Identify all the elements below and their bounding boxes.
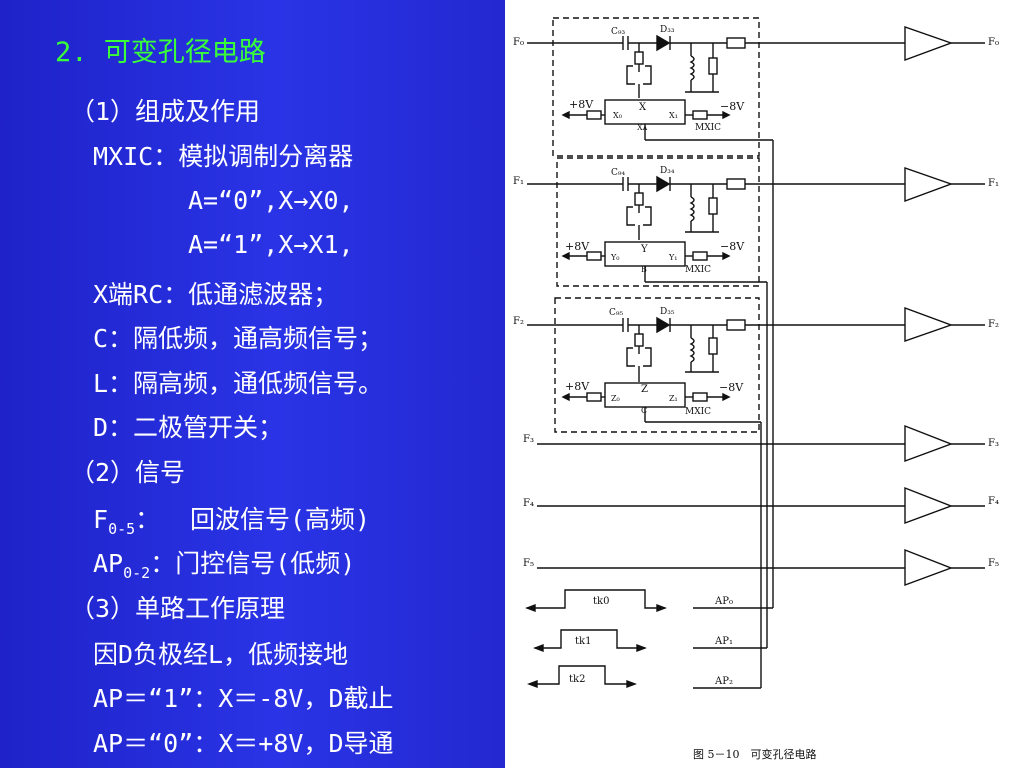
supply-minus-2: −8V	[719, 381, 744, 394]
gate-pulse-0: tk0	[525, 589, 667, 613]
section-heading-1: （1）组成及作用	[70, 97, 261, 126]
text-panel: 2. 可变孔径电路 （1）组成及作用 MXIC：模拟调制分离器 A=“0”,X→…	[0, 0, 505, 768]
channel-5: F₅ F₅	[523, 548, 999, 587]
circuit-diagram: F₀ C₉₃ D₃₃ F₀ +8V −8V MXIC X	[505, 0, 1024, 768]
input-label-3: F₃	[523, 434, 534, 445]
capacitor-label-1: C₉₄	[611, 168, 625, 178]
svg-text:Z₀: Z₀	[611, 394, 620, 403]
amplifier-3	[904, 424, 953, 463]
module-box-1	[556, 157, 760, 287]
text-line: AP＝“1”：X＝-8V，D截止	[93, 684, 394, 713]
supply-minus-1: −8V	[720, 240, 745, 253]
module-box-2	[554, 297, 760, 433]
slide-title: 2. 可变孔径电路	[55, 37, 266, 68]
module-box-0	[552, 17, 760, 157]
mxic-label-2: MXIC	[685, 407, 711, 417]
svg-text:X: X	[639, 102, 647, 113]
input-label-1: F₁	[513, 176, 524, 187]
supply-plus-1: +8V	[565, 240, 590, 253]
text-line: X端RC：低通滤波器；	[93, 280, 339, 309]
channel-0: F₀ C₉₃ D₃₃ F₀ +8V −8V MXIC X	[513, 25, 999, 141]
figure-caption: 图 5－10 可变孔径电路	[693, 747, 817, 761]
mxic-label-1: MXIC	[685, 265, 711, 275]
text-line: D：二极管开关；	[93, 413, 284, 442]
supply-plus-2: +8V	[565, 380, 590, 393]
output-label-2: F₂	[988, 319, 999, 330]
output-label-0: F₀	[988, 37, 999, 48]
input-label-2: F₂	[513, 316, 524, 327]
svg-text:Z₁: Z₁	[669, 394, 678, 403]
channel-4: F₄ F₄	[523, 486, 999, 525]
ap-label-0: AP₀	[714, 596, 733, 607]
input-label-4: F₄	[523, 498, 534, 509]
amplifier-1	[904, 167, 954, 203]
svg-text:Y₀: Y₀	[610, 253, 620, 262]
svg-text:Y: Y	[640, 244, 648, 255]
input-label-0: F₀	[513, 37, 524, 48]
section-heading-2: （2）信号	[70, 458, 186, 487]
section-heading-3: （3）单路工作原理	[70, 594, 286, 623]
channel-3: F₃ F₃	[523, 424, 999, 463]
svg-text:X₁: X₁	[669, 111, 678, 120]
channel-2: F₂ C₉₅ D₃₅ F₂ +8V −8V MXIC Z Z₀ Z₁	[513, 306, 999, 423]
text-line: C：隔低频，通高频信号；	[93, 324, 384, 353]
svg-text:B: B	[641, 265, 647, 274]
channel-1: F₁ C₉₄ D₃₄ F₁ +8V −8V MXIC Y Y₀ Y₁	[513, 166, 999, 283]
amplifier-5	[904, 548, 953, 587]
signal-ap-label: AP0-2：门控信号(低频)	[93, 549, 356, 582]
text-line: L：隔高频，通低频信号。	[93, 369, 384, 398]
diode-label-1: D₃₄	[660, 166, 675, 176]
text-line: A=“1”,X→X1,	[188, 230, 354, 259]
capacitor-label-0: C₉₃	[611, 27, 625, 37]
amplifier-2	[904, 306, 954, 342]
capacitor-label-2: C₉₅	[609, 308, 623, 318]
output-label-1: F₁	[988, 178, 999, 189]
amplifier-0	[904, 26, 954, 62]
svg-text:tk2: tk2	[569, 674, 585, 685]
mxic-label-0: MXIC	[695, 123, 721, 133]
supply-plus-0: +8V	[569, 98, 594, 111]
svg-text:C: C	[641, 406, 647, 415]
gate-pulse-2: tk2	[527, 665, 637, 689]
svg-text:X₀: X₀	[613, 111, 622, 120]
output-label-3: F₃	[988, 438, 999, 449]
svg-text:Xᴀ: Xᴀ	[637, 123, 648, 132]
svg-text:Z: Z	[641, 384, 648, 395]
output-label-4: F₄	[988, 496, 999, 507]
text-line: 回波信号(高频)	[190, 505, 371, 534]
diode-label-2: D₃₅	[660, 307, 675, 317]
text-line: 因D负极经L，低频接地	[93, 640, 349, 669]
input-label-5: F₅	[523, 558, 534, 569]
ap-label-1: AP₁	[714, 636, 733, 647]
text-line: AP＝“0”：X＝+8V，D导通	[93, 729, 394, 758]
text-line: MXIC：模拟调制分离器	[93, 142, 354, 171]
diode-label-0: D₃₃	[660, 25, 675, 35]
signal-f-label: F0-5：	[93, 505, 161, 538]
svg-text:tk0: tk0	[593, 596, 609, 607]
ap-label-2: AP₂	[714, 676, 733, 687]
svg-text:tk1: tk1	[575, 636, 591, 647]
supply-minus-0: −8V	[720, 100, 745, 113]
text-line: A=“0”,X→X0,	[188, 186, 354, 215]
gate-pulse-1: tk1	[533, 629, 647, 653]
amplifier-4	[904, 486, 953, 525]
output-label-5: F₅	[988, 558, 999, 569]
svg-text:Y₁: Y₁	[668, 253, 678, 262]
